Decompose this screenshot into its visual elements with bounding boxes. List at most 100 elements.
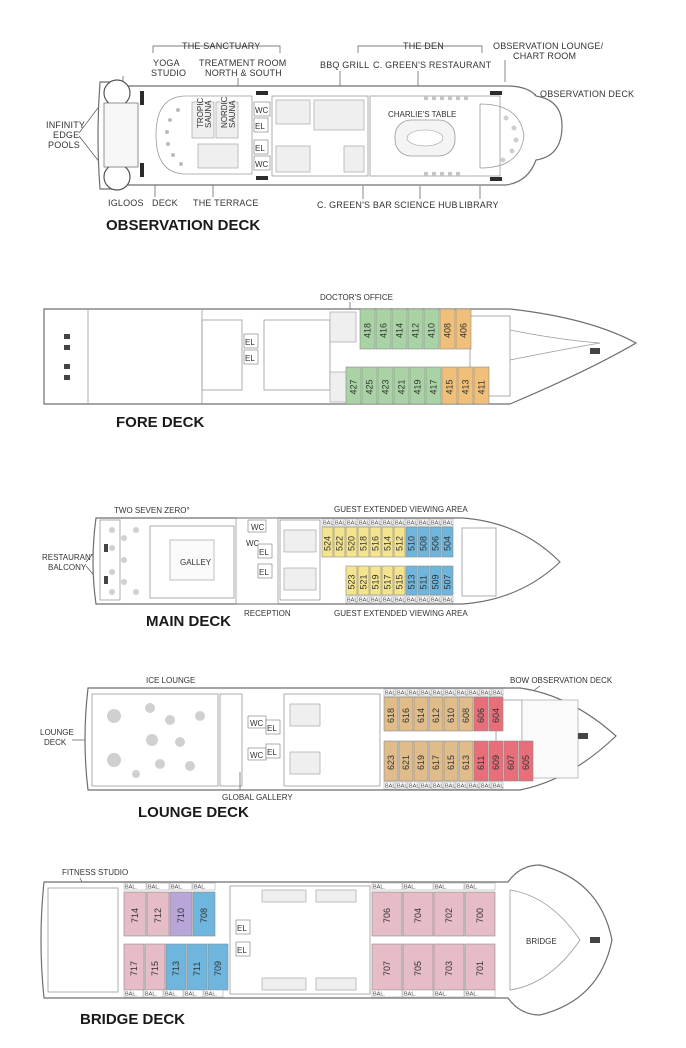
main-cabin-513 bbox=[405, 565, 418, 596]
lounge-cabin-number-607: 607 bbox=[506, 755, 516, 770]
main-bottom-balcony-2 bbox=[369, 595, 382, 604]
lounge-cabin-number-613: 613 bbox=[461, 755, 471, 770]
lounge-bottom-balcony-2 bbox=[407, 781, 420, 790]
lounge-cabin-604 bbox=[488, 696, 504, 732]
terrace-label: THE TERRACE bbox=[193, 198, 259, 208]
main-top-balcony-label-10: BAL bbox=[443, 521, 453, 527]
lounge-top-balcony-0 bbox=[383, 688, 396, 697]
fore-el-2: EL bbox=[245, 354, 255, 363]
bridge-rb-balcony-label-3: BAL. bbox=[466, 992, 478, 998]
main-cabin-517 bbox=[381, 565, 394, 596]
lounge-wc-1: WC bbox=[250, 719, 264, 728]
fore-cabin-412 bbox=[407, 308, 424, 350]
science-label: SCIENCE HUB bbox=[394, 200, 458, 210]
bridge-lt-balcony-3 bbox=[192, 882, 216, 891]
two-seven-zero-label: TWO SEVEN ZERO° bbox=[114, 506, 190, 515]
obs-lounge-label-2: CHART ROOM bbox=[513, 51, 576, 61]
fore-el-1: EL bbox=[245, 338, 255, 347]
bridge-cabin-707 bbox=[371, 943, 403, 991]
igloos-label: IGLOOS bbox=[108, 198, 144, 208]
global-gallery-label: GLOBAL GALLERY bbox=[222, 793, 293, 802]
main-cabin-504 bbox=[441, 526, 454, 558]
tropic-sauna-2: SAUNA bbox=[204, 100, 213, 128]
main-bottom-balcony-label-3: BAL bbox=[383, 598, 393, 604]
bar-label: C. GREEN'S BAR bbox=[317, 200, 392, 210]
main-top-balcony-label-1: BAL bbox=[335, 521, 345, 527]
bridge-rt-balcony-2 bbox=[433, 882, 465, 891]
fore-deck-title: FORE DECK bbox=[116, 414, 205, 431]
charlies-table-label: CHARLIE'S TABLE bbox=[388, 110, 456, 119]
lounge-cabin-616 bbox=[398, 696, 414, 732]
main-bottom-balcony-4 bbox=[393, 595, 406, 604]
observation-deck: THE SANCTUARY THE DEN OBSERVATION LOUNGE… bbox=[46, 41, 634, 234]
bridge-cabin-number-707: 707 bbox=[382, 961, 392, 976]
nordic-sauna-2: SAUNA bbox=[228, 100, 237, 128]
bridge-cabin-number-717: 717 bbox=[129, 961, 139, 976]
lounge-cabin-608 bbox=[458, 696, 474, 732]
pools-label-3: POOLS bbox=[48, 140, 80, 150]
fore-cabin-number-419: 419 bbox=[413, 379, 423, 394]
bridge-rt-balcony-3 bbox=[464, 882, 496, 891]
lounge-deck-label-2: DECK bbox=[44, 738, 67, 747]
lounge-wc-2: WC bbox=[250, 751, 264, 760]
main-bottom-balcony-label-2: BAL bbox=[371, 598, 381, 604]
main-top-balcony-label-9: BAL bbox=[431, 521, 441, 527]
lounge-top-balcony-label-7: BAL bbox=[469, 691, 479, 697]
lounge-bottom-balcony-label-5: BAL bbox=[445, 784, 455, 790]
main-cabin-506 bbox=[429, 526, 442, 558]
fore-cabin-number-413: 413 bbox=[461, 379, 471, 394]
fore-cabin-number-421: 421 bbox=[397, 379, 407, 394]
main-bottom-balcony-8 bbox=[441, 595, 454, 604]
lounge-cabin-number-605: 605 bbox=[521, 755, 531, 770]
bridge-lb-balcony-label-0: BAL. bbox=[125, 992, 137, 998]
main-top-balcony-7 bbox=[405, 518, 418, 527]
bridge-cabin-701 bbox=[464, 943, 496, 991]
main-cabin-518 bbox=[357, 526, 370, 558]
lounge-cabin-number-608: 608 bbox=[461, 708, 471, 723]
bridge-lb-balcony-4 bbox=[203, 989, 224, 998]
bridge-rb-balcony-label-1: BAL. bbox=[404, 992, 416, 998]
main-top-balcony-label-7: BAL bbox=[407, 521, 417, 527]
restaurant-balcony-label-1: RESTAURANT bbox=[42, 553, 96, 562]
lounge-cabin-number-618: 618 bbox=[386, 708, 396, 723]
main-cabin-522 bbox=[333, 526, 346, 558]
bridge-lt-balcony-label-3: BAL. bbox=[194, 885, 206, 891]
main-bottom-balcony-label-5: BAL bbox=[407, 598, 417, 604]
main-top-balcony-label-6: BAL bbox=[395, 521, 405, 527]
fore-cabin-number-412: 412 bbox=[411, 323, 421, 338]
fore-cabin-406 bbox=[455, 308, 472, 350]
main-bottom-balcony-1 bbox=[357, 595, 370, 604]
main-cabin-number-522: 522 bbox=[335, 536, 345, 551]
fore-cabin-number-408: 408 bbox=[443, 323, 453, 338]
main-cabin-number-512: 512 bbox=[395, 536, 405, 551]
lounge-top-balcony-label-1: BAL bbox=[397, 691, 407, 697]
lounge-top-balcony-label-2: BAL bbox=[409, 691, 419, 697]
obs-lounge-label-1: OBSERVATION LOUNGE/ bbox=[493, 41, 604, 51]
main-cabin-number-507: 507 bbox=[443, 574, 453, 589]
main-cabin-number-521: 521 bbox=[359, 574, 369, 589]
lounge-top-balcony-6 bbox=[455, 688, 468, 697]
fore-cabin-number-423: 423 bbox=[381, 379, 391, 394]
bridge-rt-balcony-label-2: BAL. bbox=[435, 885, 447, 891]
lounge-cabin-number-604: 604 bbox=[491, 708, 501, 723]
lounge-top-balcony-label-4: BAL bbox=[433, 691, 443, 697]
bridge-lb-balcony-label-1: BAL. bbox=[145, 992, 157, 998]
lounge-el-1: EL bbox=[267, 724, 277, 733]
fore-cabin-number-414: 414 bbox=[395, 323, 405, 338]
bridge-rt-balcony-label-3: BAL. bbox=[466, 885, 478, 891]
lounge-cabin-613 bbox=[458, 740, 474, 782]
main-cabin-number-524: 524 bbox=[323, 536, 333, 551]
bridge-lb-balcony-label-2: BAL. bbox=[165, 992, 177, 998]
bridge-cabin-706 bbox=[371, 891, 403, 937]
bridge-cabin-number-714: 714 bbox=[130, 908, 140, 923]
main-top-balcony-10 bbox=[441, 518, 454, 527]
lounge-top-balcony-label-0: BAL bbox=[385, 691, 395, 697]
lounge-cabin-610 bbox=[443, 696, 459, 732]
lounge-cabin-number-619: 619 bbox=[416, 755, 426, 770]
bridge-lt-balcony-1 bbox=[146, 882, 170, 891]
lounge-top-balcony-label-9: BAL bbox=[493, 691, 503, 697]
bridge-cabin-number-700: 700 bbox=[475, 908, 485, 923]
bridge-lt-balcony-label-0: BAL. bbox=[125, 885, 137, 891]
yoga-label-2: STUDIO bbox=[151, 68, 186, 78]
